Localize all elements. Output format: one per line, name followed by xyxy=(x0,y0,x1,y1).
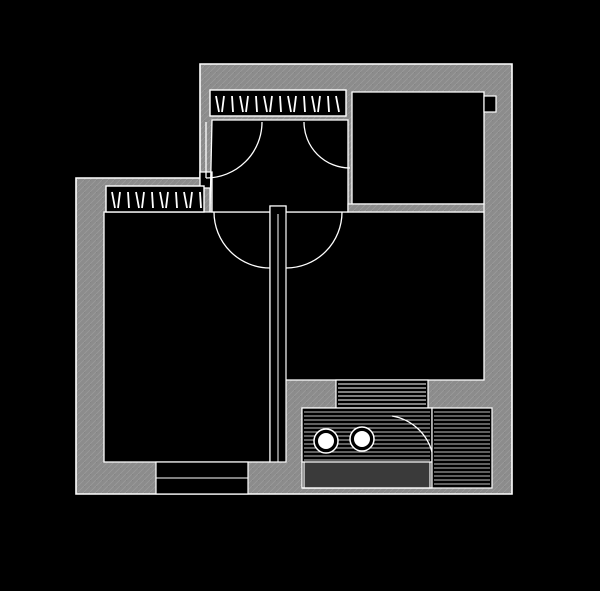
door-swing-icon xyxy=(391,415,433,453)
hatch-line xyxy=(311,95,316,113)
hatch-line xyxy=(279,95,282,113)
hatch-line xyxy=(165,191,169,209)
hatch-line xyxy=(255,95,258,113)
wardrobe-icon xyxy=(105,185,205,213)
hatch-line xyxy=(141,191,145,209)
wall-stub xyxy=(483,95,497,113)
hatch-line xyxy=(189,191,193,209)
door-swing-icon xyxy=(303,121,351,169)
hatch-line xyxy=(135,191,140,209)
stove-base xyxy=(303,461,431,489)
room-bedroom-left xyxy=(103,211,271,463)
hatch-line xyxy=(175,191,178,209)
hatch-line xyxy=(221,95,225,113)
hatch-line xyxy=(293,95,297,113)
hatch-line xyxy=(245,95,249,113)
hatch-line xyxy=(287,95,292,113)
hatch-line xyxy=(199,191,202,209)
hatch-line xyxy=(151,191,154,209)
hatch-line xyxy=(215,95,220,113)
hatch-line xyxy=(317,95,321,113)
hatch-line xyxy=(263,95,268,113)
room-upper-right xyxy=(351,91,485,205)
door-swing-icon xyxy=(213,211,271,269)
room-living xyxy=(283,211,485,381)
hatch-line xyxy=(303,95,306,113)
wardrobe-icon xyxy=(209,89,347,117)
room-hallway xyxy=(199,119,349,213)
hatch-line xyxy=(111,191,116,209)
stove-burner-icon xyxy=(349,426,375,452)
window-icon xyxy=(155,461,249,495)
hatch-line xyxy=(231,95,234,113)
balcony-icon xyxy=(431,407,493,489)
hatch-line xyxy=(335,95,340,113)
stove-burner-icon xyxy=(313,428,339,454)
door-swing-icon xyxy=(285,211,343,269)
hatch-line xyxy=(127,191,130,209)
hatch-line xyxy=(117,191,121,209)
hatch-line xyxy=(159,191,164,209)
hatch-line xyxy=(269,95,273,113)
hatch-line xyxy=(239,95,244,113)
balcony-icon xyxy=(335,379,429,409)
hatch-line xyxy=(327,95,330,113)
door-swing-icon xyxy=(205,121,263,179)
upper-room-wall xyxy=(347,203,485,213)
hatch-line xyxy=(183,191,188,209)
